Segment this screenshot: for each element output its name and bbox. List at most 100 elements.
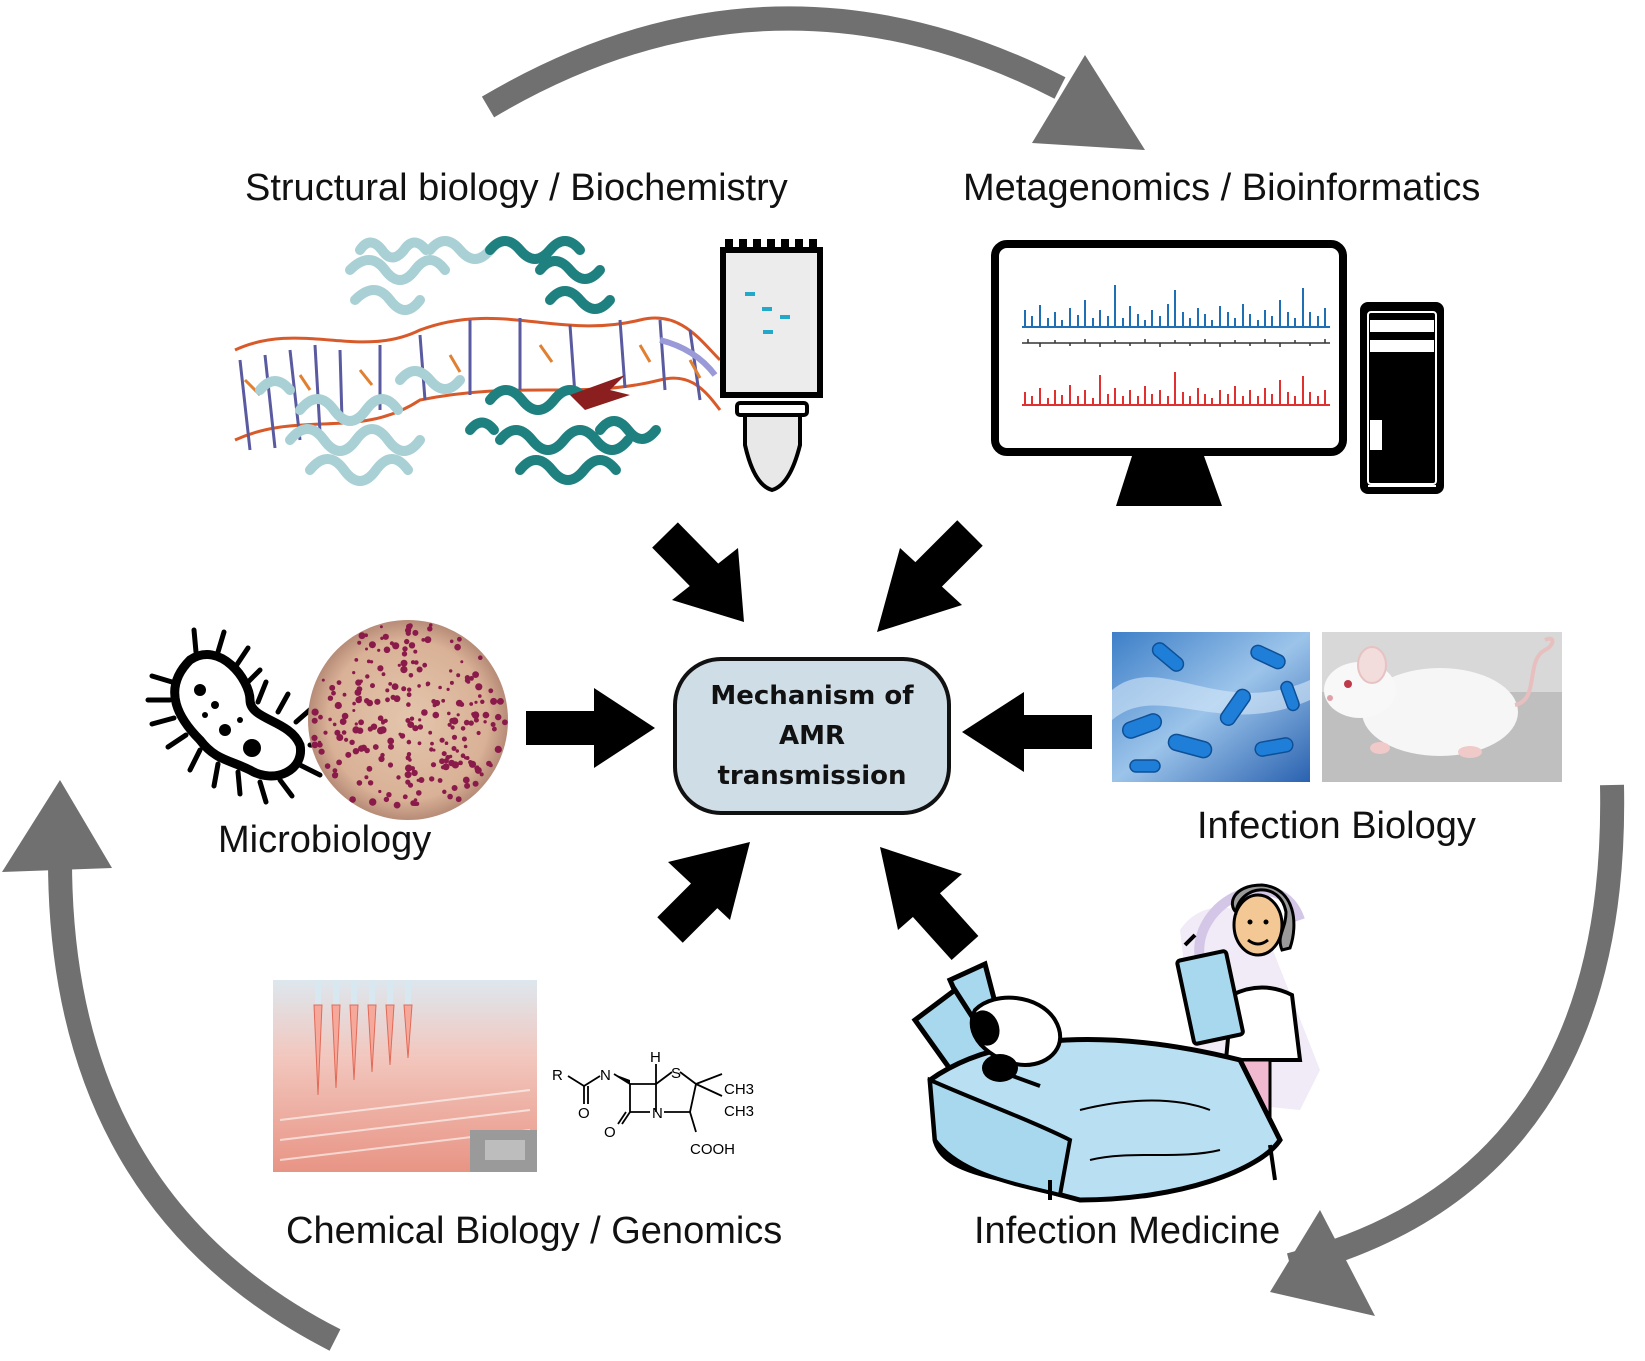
colony-dot: [318, 748, 325, 755]
colony-dot: [377, 715, 384, 721]
colony-dot: [441, 751, 447, 757]
colony-dot: [455, 796, 462, 803]
colony-dot: [496, 699, 501, 704]
colony-dot: [369, 660, 374, 664]
label-microbiology: Microbiology: [218, 819, 431, 861]
chem-h: H: [650, 1049, 661, 1066]
colony-dot: [468, 760, 477, 768]
colony-dot: [407, 721, 415, 728]
colony-dot: [410, 766, 416, 771]
colony-dot: [386, 792, 392, 798]
penicillin-structure: R N H S CH3 CH3 N O O COOH: [552, 1049, 754, 1158]
colony-dot: [427, 626, 433, 632]
colony-dot: [479, 772, 484, 777]
colony-dot: [341, 712, 349, 720]
colony-dot: [424, 636, 432, 644]
manhattan-plot-blue: [1022, 285, 1330, 328]
colony-dot: [380, 636, 384, 640]
colony-dot: [402, 646, 408, 652]
colony-dot: [440, 765, 446, 770]
colony-dot: [358, 719, 364, 726]
colony-dot: [428, 730, 433, 735]
colony-dot: [418, 718, 422, 722]
colony-dot: [380, 752, 385, 758]
cycle-arrow-left: [48, 859, 341, 1351]
colony-dot: [502, 719, 508, 726]
colony-dot: [311, 734, 318, 742]
colony-dot: [401, 651, 408, 657]
colony-dot: [324, 763, 331, 769]
colony-dot: [416, 790, 422, 796]
colony-dot: [332, 722, 337, 727]
chem-o2: O: [604, 1124, 616, 1141]
colony-dot: [377, 665, 384, 672]
colony-dot: [366, 659, 371, 664]
colony-dot: [385, 688, 390, 693]
colony-dot: [388, 743, 394, 750]
colony-dot: [421, 709, 428, 716]
colony-dot: [474, 766, 482, 774]
colony-dot: [344, 737, 349, 742]
colony-dot: [336, 734, 344, 741]
colony-dot: [468, 720, 474, 726]
colony-dot: [382, 633, 389, 640]
colony-dot: [365, 647, 368, 651]
colony-dot: [478, 655, 483, 660]
colony-dot: [462, 776, 470, 784]
colony-dot: [430, 741, 434, 746]
center-node: Mechanism of AMR transmission: [673, 657, 951, 815]
colony-dot: [478, 694, 482, 698]
colony-dot: [493, 726, 497, 730]
colony-dot: [336, 680, 342, 685]
colony-dot: [391, 683, 399, 690]
colony-dot: [464, 782, 471, 789]
label-structural-biology: Structural biology / Biochemistry: [245, 167, 788, 209]
colony-dot: [469, 702, 474, 706]
colony-dot: [367, 726, 373, 732]
mouse-photo: [1322, 632, 1562, 782]
colony-dot: [405, 718, 411, 723]
colony-dot: [412, 725, 419, 732]
label-chemical-biology: Chemical Biology / Genomics: [286, 1210, 782, 1252]
chem-n1: N: [600, 1067, 611, 1084]
colony-dot: [471, 711, 480, 719]
colony-dot: [469, 676, 474, 681]
colony-dot: [416, 778, 420, 782]
colony-dot: [388, 682, 393, 686]
colony-dot: [354, 722, 358, 726]
label-infection-biology: Infection Biology: [1197, 805, 1476, 847]
colony-dot: [354, 658, 359, 662]
colony-dot: [359, 679, 363, 683]
colony-dot: [448, 759, 455, 767]
colony-dot: [372, 744, 379, 750]
colony-dot: [464, 675, 470, 681]
inward-arrow-infection-biology: [962, 692, 1092, 772]
cycle-arrow-right: [1287, 784, 1625, 1277]
colony-dot: [368, 641, 376, 649]
colony-dot: [321, 678, 325, 682]
inward-arrows: [526, 520, 1092, 961]
colony-dot: [358, 745, 365, 752]
colony-dot: [356, 780, 363, 786]
colony-dot: [449, 639, 454, 644]
colony-dot: [488, 688, 494, 694]
colony-dot: [352, 671, 356, 675]
colony-dot: [449, 669, 453, 673]
colony-dot: [451, 746, 457, 751]
colony-dot: [336, 759, 342, 766]
colony-dot: [461, 736, 467, 742]
colony-dot: [401, 686, 407, 692]
manhattan-plot-red: [1022, 372, 1330, 406]
colony-dot: [387, 737, 395, 745]
colony-dot: [409, 716, 415, 721]
colony-dot: [334, 729, 341, 736]
colony-dot: [400, 659, 408, 667]
manhattan-plot-grey: [1022, 339, 1330, 347]
colony-dot: [349, 796, 356, 803]
colony-dot: [406, 739, 412, 745]
colony-dot: [405, 779, 411, 785]
colony-dot: [439, 758, 445, 765]
colony-dot: [352, 709, 356, 712]
colony-dot: [466, 679, 471, 684]
